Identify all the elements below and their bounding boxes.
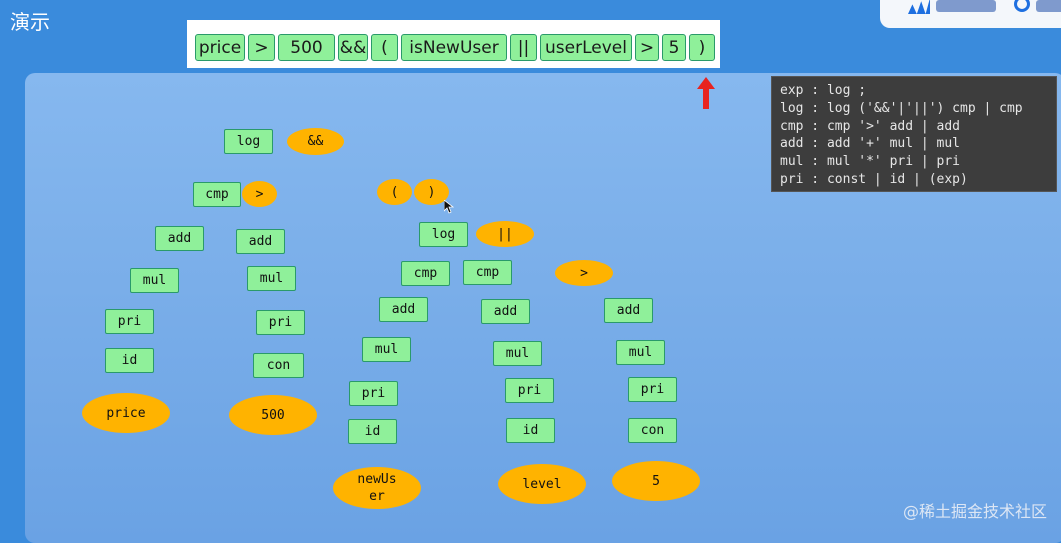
oval-rparen: ) — [414, 179, 449, 205]
node-pri: pri — [349, 381, 398, 406]
oval-price-leaf: price — [82, 393, 170, 433]
oval-and-operator: && — [287, 128, 344, 155]
token-gt-2: > — [635, 34, 659, 61]
node-add: add — [481, 299, 530, 324]
mouse-cursor-icon — [444, 200, 454, 214]
watermark: @稀土掘金技术社区 — [902, 502, 1047, 521]
grammar-line: pri : const | id | (exp) — [780, 171, 968, 187]
node-pri: pri — [628, 377, 677, 402]
grammar-line: cmp : cmp '>' add | add — [780, 118, 961, 134]
node-mul: mul — [362, 337, 411, 362]
node-mul: mul — [616, 340, 665, 365]
grammar-line: mul : mul '*' pri | pri — [780, 154, 961, 170]
node-log: log — [224, 129, 273, 154]
node-id: id — [348, 419, 397, 444]
node-pri: pri — [256, 310, 305, 335]
token-and: && — [338, 34, 368, 61]
node-pri: pri — [505, 378, 554, 403]
node-cmp: cmp — [463, 260, 512, 285]
node-mul: mul — [247, 266, 296, 291]
node-log: log — [419, 222, 468, 247]
brand-search-icon — [1014, 0, 1030, 12]
grammar-line: add : add '+' mul | mul — [780, 136, 961, 152]
oval-gt-operator: > — [555, 260, 613, 286]
up-arrow-icon — [697, 77, 715, 109]
node-id: id — [506, 418, 555, 443]
grammar-line: log : log ('&&'|'||') cmp | cmp — [780, 100, 1023, 116]
node-mul: mul — [130, 268, 179, 293]
oval-gt-operator: > — [242, 181, 277, 207]
token-5: 5 — [662, 34, 686, 61]
oval-or-operator: || — [476, 221, 534, 247]
token-userlevel: userLevel — [540, 34, 632, 61]
token-price: price — [195, 34, 245, 61]
token-isnewuser: isNewUser — [401, 34, 507, 61]
token-gt: > — [248, 34, 275, 61]
token-500: 500 — [278, 34, 335, 61]
token-or: || — [510, 34, 537, 61]
node-add: add — [155, 226, 204, 251]
oval-newuser-leaf: newUs er — [333, 467, 421, 509]
node-cmp: cmp — [401, 261, 450, 286]
grammar-line: exp : log ; — [780, 83, 867, 98]
node-con: con — [628, 418, 677, 443]
token-bar: price > 500 && ( isNewUser || userLevel … — [187, 20, 720, 68]
oval-lparen: ( — [377, 179, 412, 205]
node-add: add — [379, 297, 428, 322]
node-cmp: cmp — [193, 182, 241, 207]
brand-logo-card — [880, 0, 1061, 28]
oval-5-leaf: 5 — [612, 461, 700, 501]
oval-level-leaf: level — [498, 464, 586, 504]
node-add: add — [236, 229, 285, 254]
oval-500-leaf: 500 — [229, 395, 317, 435]
node-pri: pri — [105, 309, 154, 334]
brand-logo-icon — [908, 0, 930, 14]
page-title: 演示 — [10, 10, 50, 34]
node-mul: mul — [493, 341, 542, 366]
node-id: id — [105, 348, 154, 373]
node-add: add — [604, 298, 653, 323]
token-rparen: ) — [689, 34, 715, 61]
node-con: con — [253, 353, 304, 378]
grammar-panel: exp : log ; log : log ('&&'|'||') cmp | … — [771, 76, 1057, 192]
token-lparen: ( — [371, 34, 398, 61]
